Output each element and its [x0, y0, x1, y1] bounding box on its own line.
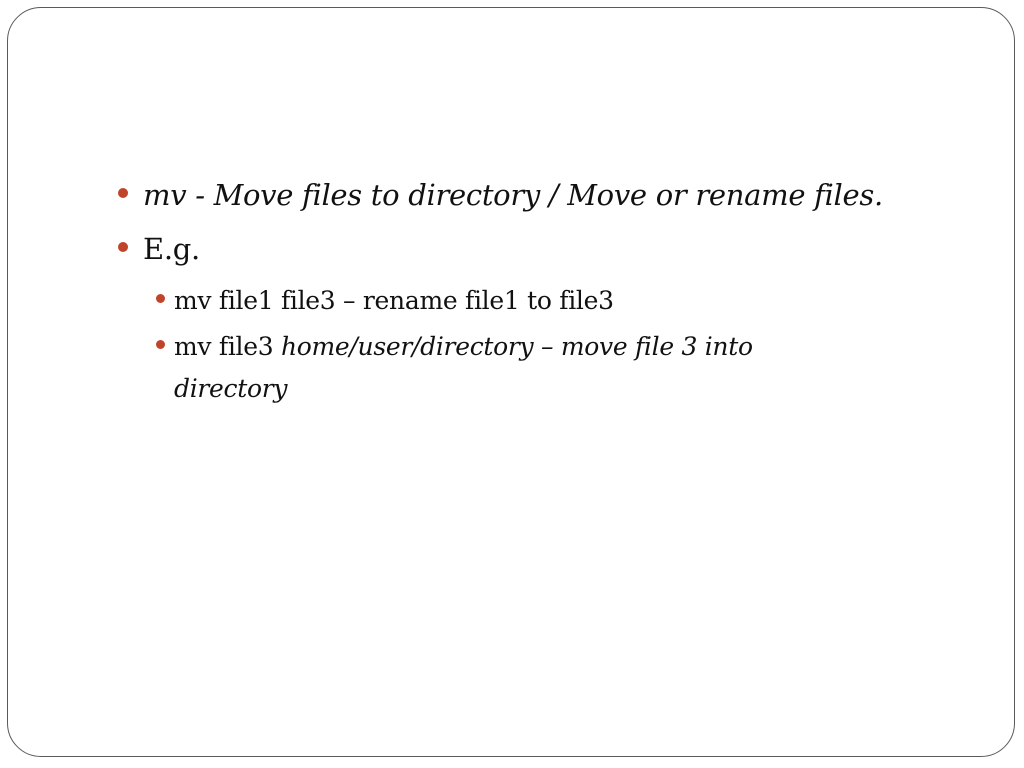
slide-content: mv - Move files to directory / Move or r… — [8, 8, 1014, 756]
bullet-text: mv - Move files to directory / Move or r… — [143, 178, 883, 212]
bullet-dot-icon — [118, 188, 128, 198]
sub-bullet-text-prefix: mv file3 — [174, 332, 281, 361]
sub-bullet-dot-icon — [156, 294, 165, 303]
sub-bullet-text-italic: home/user/directory – move file 3 into d… — [174, 332, 753, 403]
bullet-mv-description: mv - Move files to directory / Move or r… — [118, 178, 883, 212]
bullet-text: E.g. — [143, 232, 200, 266]
sub-bullet-move-example: mv file3 home/user/directory – move file… — [156, 326, 864, 410]
slide-frame: mv - Move files to directory / Move or r… — [7, 7, 1015, 757]
sub-bullet-text: mv file1 file3 – rename file1 to file3 — [174, 286, 614, 315]
bullet-dot-icon — [118, 242, 128, 252]
sub-bullet-dot-icon — [156, 340, 165, 349]
sub-bullet-text-wrapper: mv file3 home/user/directory – move file… — [174, 326, 864, 410]
bullet-example-heading: E.g. — [118, 232, 200, 266]
sub-bullet-rename-example: mv file1 file3 – rename file1 to file3 — [156, 280, 864, 322]
